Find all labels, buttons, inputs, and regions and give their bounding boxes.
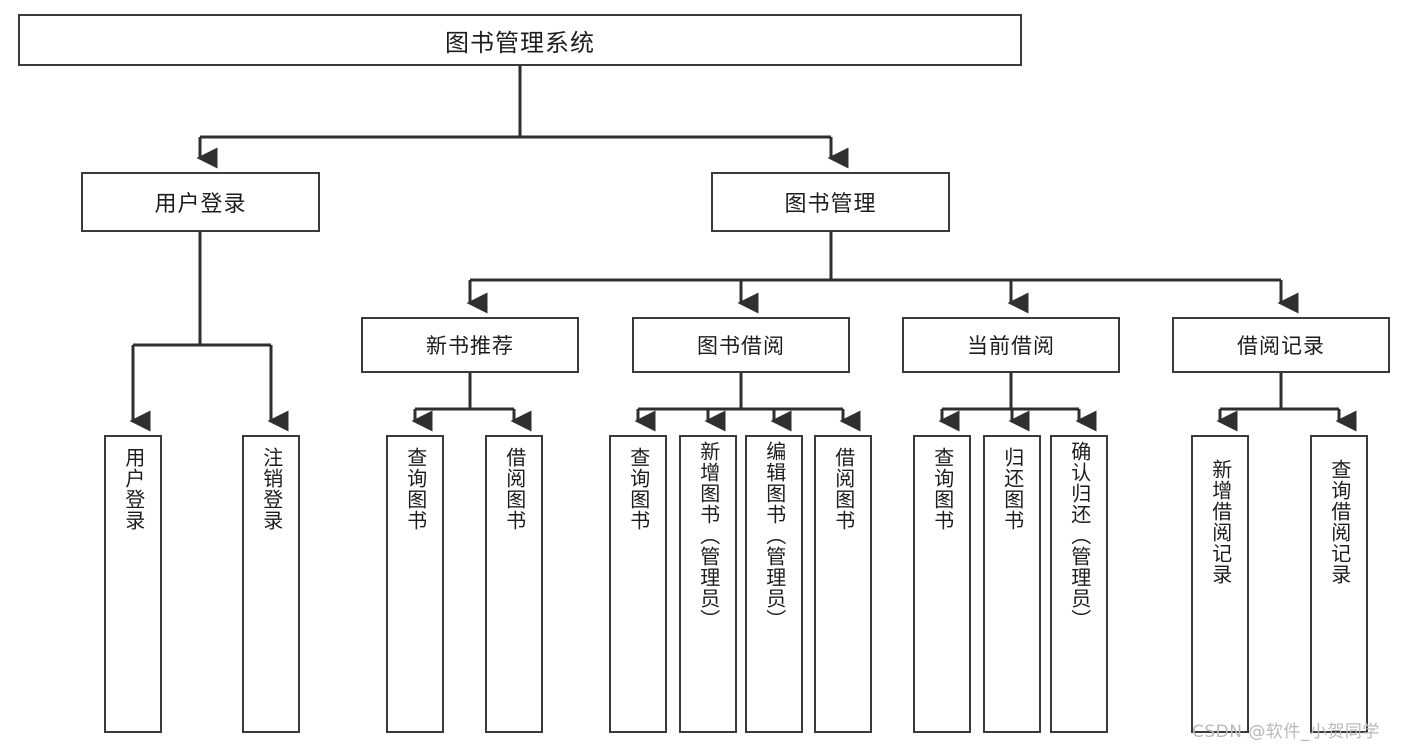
node-leaf-confirm-return[interactable]: 确认归还（管理员） [1050, 435, 1108, 733]
node-current-borrow-label: 当前借阅 [967, 334, 1055, 358]
node-leaf-query-book-1[interactable]: 查询图书 [386, 435, 444, 733]
node-user-login-label: 用户登录 [154, 192, 247, 217]
csdn-watermark: CSDN @软件_小贺同学 [1192, 722, 1380, 742]
node-leaf-query-book-2-label: 查询图书 [626, 447, 651, 531]
node-leaf-user-login-label: 用户登录 [121, 447, 146, 531]
node-user-login[interactable]: 用户登录 [81, 172, 320, 232]
node-leaf-borrow-book-2-label: 借阅图书 [831, 447, 856, 531]
node-leaf-return-book-label: 归还图书 [1000, 447, 1025, 531]
node-new-book-recommend[interactable]: 新书推荐 [361, 317, 579, 373]
node-leaf-query-book-3[interactable]: 查询图书 [913, 435, 971, 733]
node-root-label: 图书管理系统 [445, 28, 595, 57]
node-leaf-query-book-3-label: 查询图书 [930, 447, 955, 531]
node-leaf-user-login[interactable]: 用户登录 [104, 435, 162, 733]
node-leaf-add-book-label: 新增图书（管理员） [696, 441, 721, 630]
node-current-borrow[interactable]: 当前借阅 [902, 317, 1120, 373]
node-book-manage-label: 图书管理 [784, 192, 877, 217]
node-leaf-query-book-1-label: 查询图书 [403, 447, 428, 531]
node-leaf-borrow-book-1[interactable]: 借阅图书 [485, 435, 543, 733]
node-leaf-confirm-return-label: 确认归还（管理员） [1067, 441, 1092, 630]
node-leaf-logout-login-label: 注销登录 [259, 447, 284, 531]
node-book-borrow-label: 图书借阅 [697, 334, 785, 358]
node-root[interactable]: 图书管理系统 [18, 14, 1022, 66]
node-leaf-return-book[interactable]: 归还图书 [983, 435, 1041, 733]
node-leaf-add-book[interactable]: 新增图书（管理员） [679, 435, 737, 733]
node-leaf-edit-book-label: 编辑图书（管理员） [762, 441, 787, 630]
node-leaf-borrow-book-1-label: 借阅图书 [502, 447, 527, 531]
node-leaf-edit-book[interactable]: 编辑图书（管理员） [745, 435, 803, 733]
node-leaf-add-record[interactable]: 新增借阅记录 [1191, 435, 1249, 733]
node-borrow-record[interactable]: 借阅记录 [1172, 317, 1390, 373]
node-leaf-borrow-book-2[interactable]: 借阅图书 [814, 435, 872, 733]
node-borrow-record-label: 借阅记录 [1237, 334, 1325, 358]
node-book-manage[interactable]: 图书管理 [711, 172, 950, 232]
node-leaf-add-record-label: 新增借阅记录 [1208, 459, 1233, 585]
node-leaf-query-book-2[interactable]: 查询图书 [609, 435, 667, 733]
node-book-borrow[interactable]: 图书借阅 [632, 317, 850, 373]
node-leaf-logout-login[interactable]: 注销登录 [242, 435, 300, 733]
node-new-book-recommend-label: 新书推荐 [426, 334, 514, 358]
node-leaf-query-record-label: 查询借阅记录 [1327, 459, 1352, 585]
node-leaf-query-record[interactable]: 查询借阅记录 [1310, 435, 1368, 733]
